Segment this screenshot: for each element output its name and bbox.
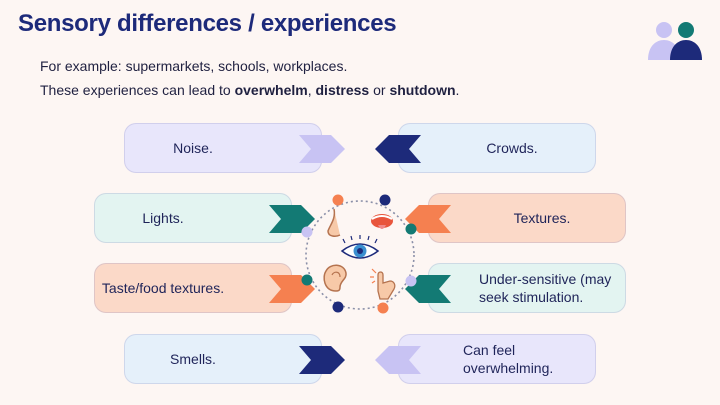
card-label: Smells. bbox=[170, 351, 216, 367]
card-label: Under-sensitive (may seek stimulation. bbox=[479, 271, 612, 305]
intro-line-1: For example: supermarkets, schools, work… bbox=[40, 58, 348, 74]
touch-hand-icon bbox=[370, 268, 396, 300]
ear-icon bbox=[323, 264, 347, 292]
card-textures: Textures. bbox=[405, 193, 626, 243]
nose-icon bbox=[327, 208, 341, 237]
chevron-left-icon bbox=[375, 346, 421, 374]
card-smells: Smells. bbox=[124, 334, 345, 384]
eye-icon bbox=[340, 235, 380, 259]
chevron-left-icon bbox=[405, 275, 451, 303]
card-noise: Noise. bbox=[124, 123, 345, 173]
card-label: Taste/food textures. bbox=[101, 280, 225, 296]
mouth-icon bbox=[371, 214, 393, 229]
chevron-right-icon bbox=[269, 205, 315, 233]
senses-wheel bbox=[301, 194, 417, 314]
chevron-right-icon bbox=[299, 135, 345, 163]
chevron-left-icon bbox=[405, 205, 451, 233]
card-label: Noise. bbox=[173, 140, 213, 156]
card-label: Crowds. bbox=[486, 140, 538, 156]
chevron-left-icon bbox=[375, 135, 421, 163]
card-overwhelming: Can feel overwhelming. bbox=[375, 334, 596, 384]
card-under-sensitive: Under-sensitive (may seek stimulation. bbox=[405, 263, 626, 313]
card-label: Can feel overwhelming. bbox=[463, 342, 554, 376]
slide-title: Sensory differences / experiences bbox=[18, 10, 397, 37]
people-icon bbox=[648, 22, 702, 60]
card-crowds: Crowds. bbox=[375, 123, 596, 173]
card-label: Lights. bbox=[142, 210, 184, 226]
intro-line-2: These experiences can lead to overwhelm,… bbox=[40, 82, 460, 98]
chevron-right-icon bbox=[299, 346, 345, 374]
card-lights: Lights. bbox=[94, 193, 315, 243]
emphasis-distress: distress bbox=[315, 82, 370, 98]
emphasis-overwhelm: overwhelm bbox=[234, 82, 308, 98]
card-label: Textures. bbox=[513, 210, 571, 226]
card-taste: Taste/food textures. bbox=[94, 263, 315, 313]
emphasis-shutdown: shutdown bbox=[389, 82, 456, 98]
